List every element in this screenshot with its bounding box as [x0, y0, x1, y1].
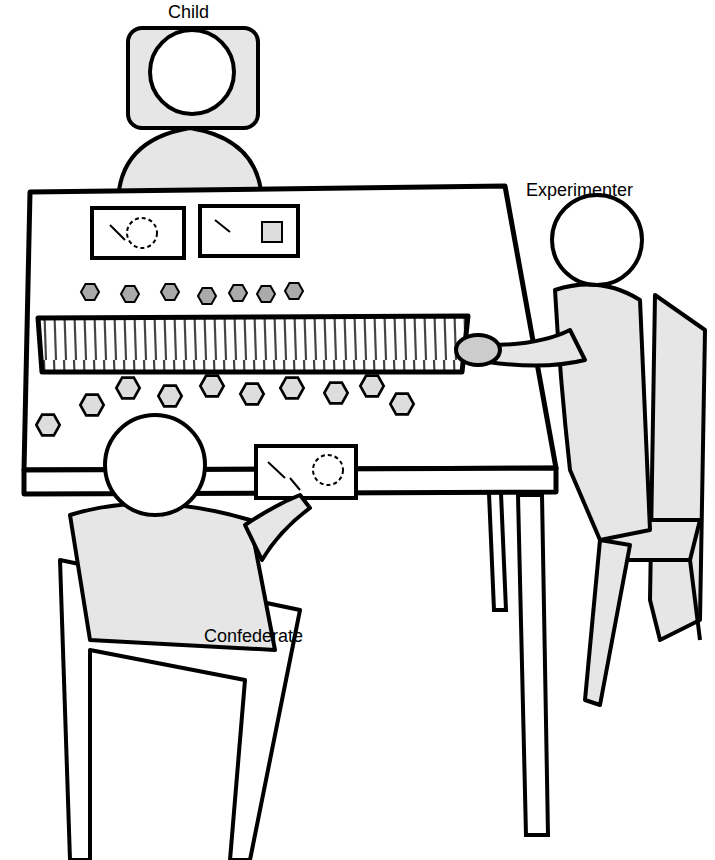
tray — [92, 208, 184, 258]
tray-spot — [313, 455, 343, 485]
experimenter-head — [552, 195, 642, 285]
tray-marks — [268, 462, 300, 490]
held-piece — [456, 335, 500, 365]
table-top — [24, 186, 556, 470]
game-piece — [36, 415, 59, 436]
experimenter-body — [555, 284, 650, 540]
game-piece — [285, 283, 303, 299]
confederate-tray — [256, 446, 356, 498]
confederate-head — [105, 415, 205, 515]
confederate-pieces — [36, 376, 413, 436]
confederate-arm — [245, 495, 310, 560]
game-piece — [240, 384, 263, 405]
game-piece — [158, 386, 181, 407]
game-piece — [280, 378, 303, 399]
child-pieces — [81, 283, 303, 304]
experimenter-arm — [488, 330, 585, 366]
table-leg — [518, 495, 548, 835]
child-head — [150, 30, 234, 114]
figure-label: Child — [168, 2, 209, 24]
game-piece — [360, 376, 383, 397]
game-piece — [80, 395, 103, 416]
game-piece — [200, 376, 223, 397]
game-piece — [324, 383, 347, 404]
game-piece — [161, 284, 179, 300]
experimenter-leg — [585, 540, 630, 705]
game-piece — [257, 286, 275, 302]
child-figure — [118, 28, 262, 205]
game-piece — [390, 394, 413, 415]
tray — [256, 446, 356, 498]
experimenter-figure — [456, 195, 650, 705]
figure-label: Confederate — [204, 626, 303, 648]
tray — [200, 206, 298, 256]
game-piece — [116, 378, 139, 399]
game-piece — [81, 284, 99, 300]
figure-label: Experimenter — [526, 180, 633, 202]
confederate-figure — [60, 415, 310, 860]
game-piece — [198, 288, 216, 304]
tray-spot — [127, 218, 157, 248]
table-legs — [488, 470, 548, 835]
tray-marks — [110, 220, 230, 240]
game-piece — [121, 286, 139, 302]
barrier — [38, 316, 468, 372]
tray-piece — [262, 222, 282, 242]
game-piece — [229, 285, 247, 301]
chair-back — [650, 295, 705, 640]
child-trays — [92, 206, 298, 258]
chair-back — [128, 28, 258, 128]
chair-leg — [690, 560, 700, 640]
